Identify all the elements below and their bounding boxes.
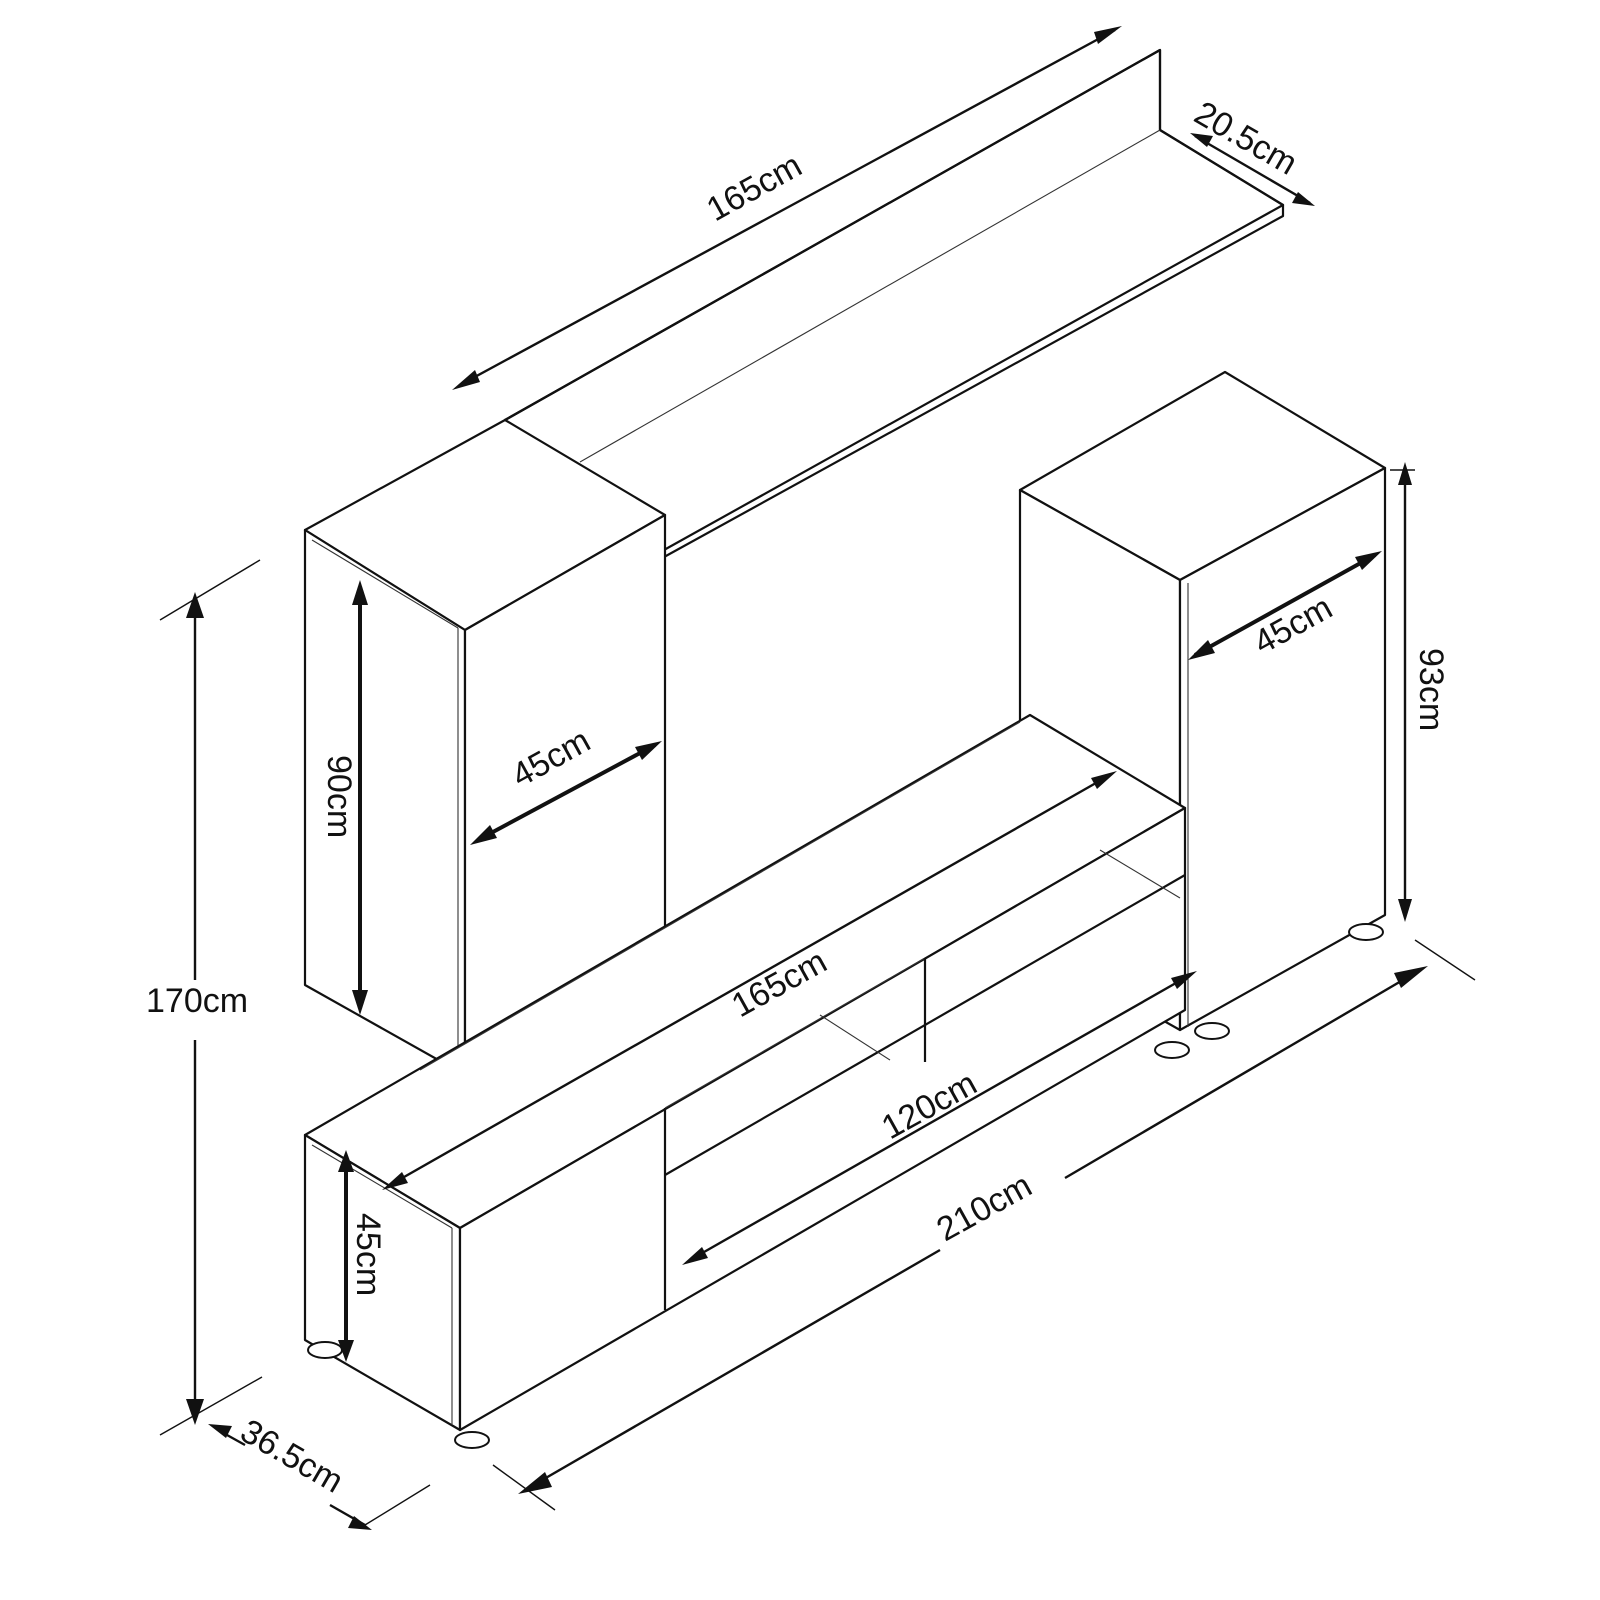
dimension-lines [159,26,1476,1530]
tv-unit-depth-label: 36.5cm [234,1412,350,1501]
overall-height-label: 170cm [146,982,248,1020]
overall-width-label: 210cm [930,1166,1038,1249]
foot-icon [1194,1022,1230,1040]
tv-stand-unit [303,713,1190,1449]
top-shelf-length-label: 165cm [700,146,808,229]
left-wall-cabinet [303,418,667,1077]
foot-icon [1348,923,1384,941]
top-wall-shelf [503,48,1285,563]
foot-icon [307,1341,343,1359]
left-cabinet-height-label: 90cm [320,755,358,838]
foot-icon [1154,1041,1190,1059]
tv-unit-height-label: 45cm [349,1213,387,1296]
right-cabinet-height-label: 93cm [1412,648,1450,731]
foot-icon [454,1431,490,1449]
